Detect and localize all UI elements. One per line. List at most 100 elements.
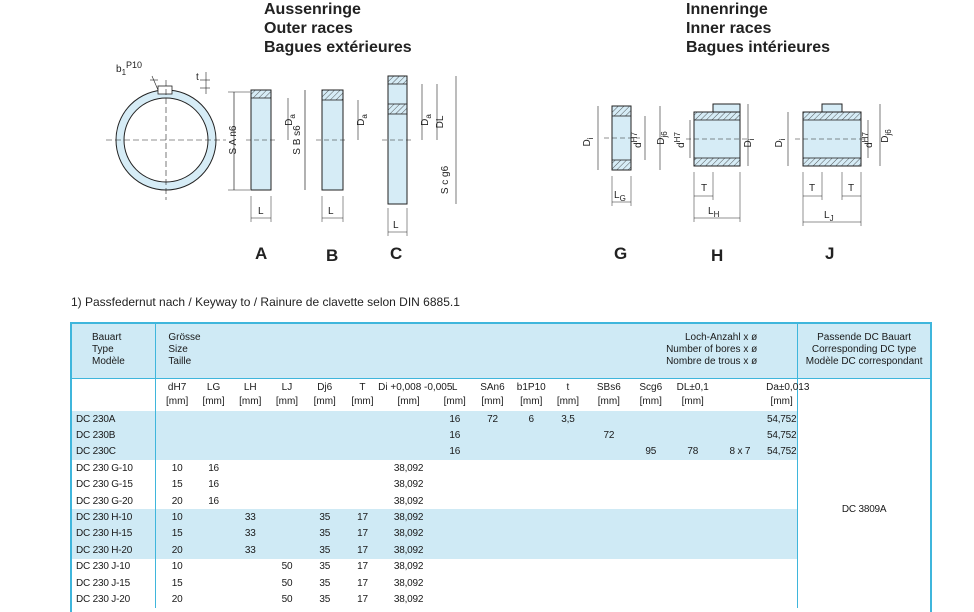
table-header: Bauart Type Modèle Grösse Size Taille Lo…: [72, 324, 930, 379]
row-cell: [271, 477, 302, 493]
row-cell: [229, 460, 271, 476]
row-cell: [671, 509, 714, 526]
header-size: Grösse Size Taille: [155, 324, 230, 379]
row-cell: 15: [171, 577, 183, 589]
row-cell: [470, 509, 515, 526]
row-cell: 33: [229, 542, 272, 559]
row-cell: [439, 477, 470, 493]
row-cell: [271, 443, 303, 461]
inner-heading-de: Innenringe: [686, 1, 768, 18]
row-cell: [378, 427, 439, 444]
row-cell: [470, 559, 514, 575]
row-cell: 38,092: [393, 561, 424, 573]
row-cell: [629, 525, 672, 543]
row-cell: [229, 559, 271, 575]
row-cell: [155, 411, 198, 428]
label-t-h: T: [701, 183, 707, 194]
part-g: Di dH7 Dj6 LG G: [582, 105, 669, 263]
row-cell: 38,092: [378, 525, 439, 543]
row-cell: 35: [319, 593, 331, 605]
col-san6: SAn6[mm]: [480, 381, 505, 407]
row-cell: [548, 493, 588, 509]
row-cell: [197, 509, 230, 526]
row-cell: 15: [171, 479, 183, 491]
row-cell: [438, 509, 471, 526]
row-cell: [548, 525, 588, 543]
row-cell: [197, 443, 230, 461]
row-cell: [271, 493, 302, 509]
row-type: DC 230 H-15: [72, 525, 157, 543]
row-cell: [346, 427, 379, 444]
row-cell: [197, 427, 230, 444]
row-cell: [548, 509, 588, 526]
row-cell: [766, 509, 798, 526]
row-cell: [713, 427, 767, 444]
col-dl: DL±0,1[mm]: [676, 381, 709, 407]
label-dl-c: DL: [435, 115, 446, 128]
label-dj6-j: Dj6: [880, 129, 893, 143]
row-cell: [514, 542, 549, 559]
row-type: DC 230 G-10: [72, 460, 157, 477]
row-cell: [514, 559, 548, 575]
row-cell: [346, 411, 379, 428]
row-cell: [347, 493, 378, 509]
row-cell: [587, 411, 630, 428]
label-l-a: L: [258, 206, 264, 217]
row-cell: 17: [357, 561, 368, 573]
row-type: DC 230 G-15: [72, 476, 157, 493]
row-cell: [229, 477, 271, 493]
row-cell: [470, 477, 514, 493]
row-cell: 16: [208, 479, 219, 491]
label-di-g: Di: [582, 137, 595, 146]
row-cell: [155, 427, 198, 444]
row-type: DC 230 H-20: [72, 542, 157, 559]
row-type: DC 230A: [72, 411, 157, 428]
row-cell: 20: [155, 542, 198, 559]
row-cell: 72: [470, 411, 515, 428]
row-cell: [672, 493, 714, 509]
row-cell: 38,092: [393, 593, 424, 605]
row-cell: 50: [281, 593, 293, 605]
row-cell: [439, 460, 470, 476]
row-cell: [588, 575, 630, 591]
row-cell: [271, 427, 303, 444]
row-cell: [766, 575, 798, 591]
col-scg6: Scg6[mm]: [639, 381, 663, 407]
table-units-row: dH7[mm] LG[mm] LH[mm] LJ[mm] Dj6[mm] T[m…: [72, 378, 930, 411]
row-cell: [713, 411, 767, 428]
dim-sa-n6: S A n6: [228, 91, 250, 191]
row-cell: 38,092: [378, 542, 439, 559]
label-sb-s6: S B s6: [292, 125, 303, 155]
row-type: DC 230 J-20: [72, 591, 157, 608]
row-cell: [514, 477, 548, 493]
row-cell: 50: [281, 561, 293, 573]
col-b1p10: b1P10[mm]: [516, 381, 546, 407]
row-cell: [439, 591, 470, 607]
row-cell: [548, 591, 588, 607]
row-cell: [470, 542, 515, 559]
row-cell: [548, 559, 588, 575]
row-cell: [197, 525, 230, 543]
row-cell: 17: [346, 509, 379, 526]
row-cell: 10: [155, 509, 198, 526]
row-cell: [548, 460, 588, 476]
row-cell: [303, 477, 347, 493]
row-cell: [587, 443, 630, 461]
col-sbs6: SBs6[mm]: [596, 381, 621, 407]
row-cell: [470, 493, 514, 509]
col-t: T[mm]: [351, 381, 374, 407]
row-cell: [198, 559, 229, 575]
col-dh7: dH7[mm]: [166, 381, 189, 407]
label-t-j1: T: [809, 183, 815, 194]
row-cell: [671, 427, 714, 444]
row-cell: [714, 575, 766, 591]
row-cell: 16: [438, 443, 471, 461]
row-cell: [470, 460, 514, 476]
label-di-h: Di: [743, 138, 756, 147]
